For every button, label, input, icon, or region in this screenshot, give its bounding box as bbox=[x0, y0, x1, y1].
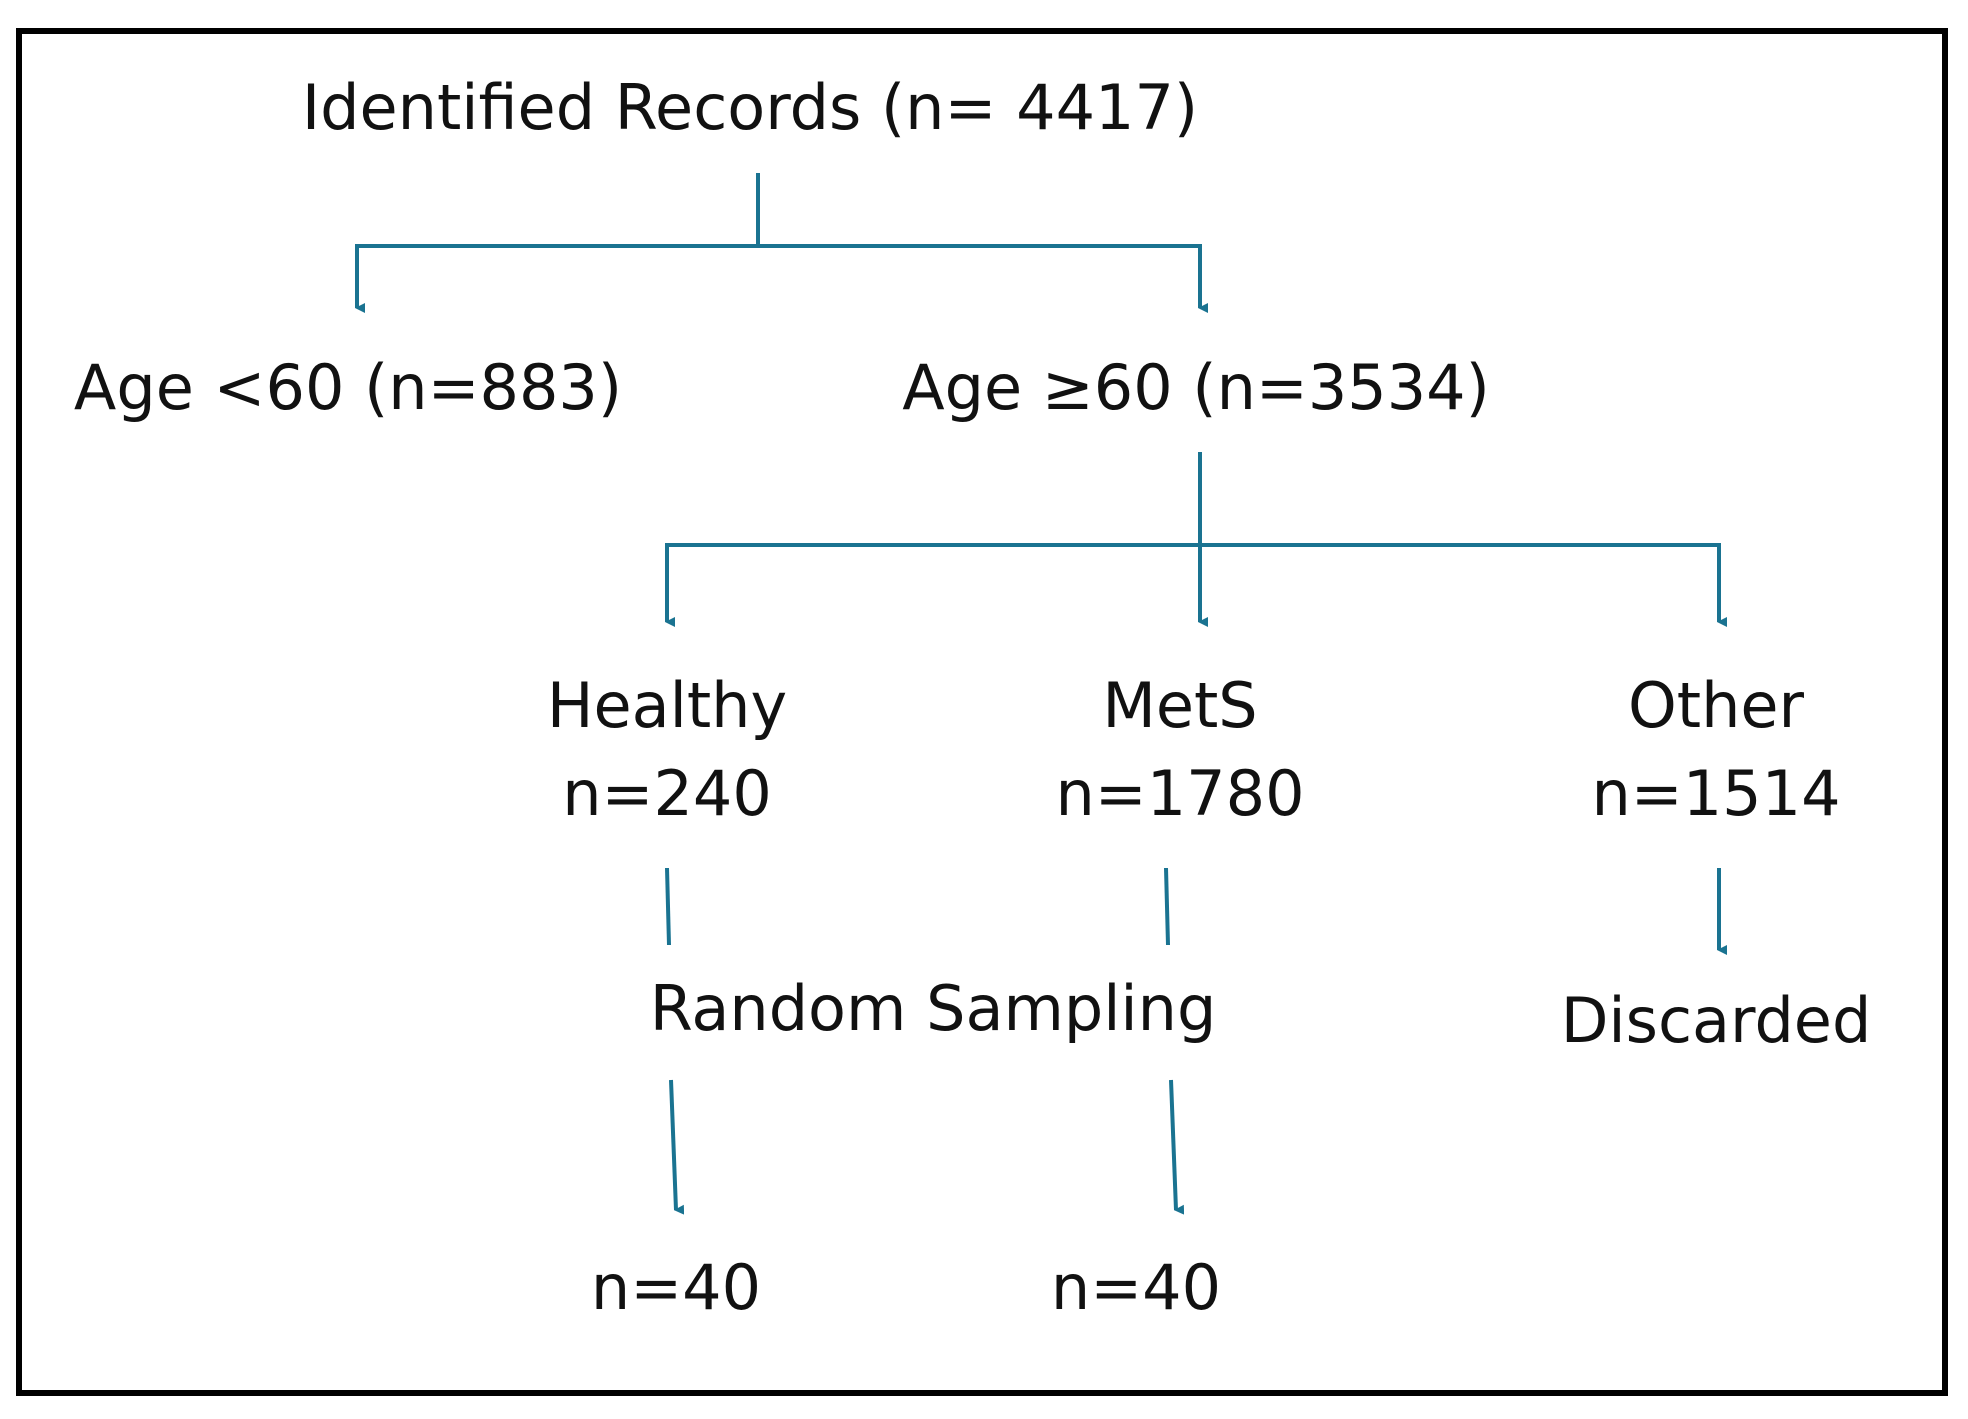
age-60-plus-label: Age ≥60 (n=3534) bbox=[902, 351, 1490, 424]
diagram-frame bbox=[16, 28, 1948, 1396]
healthy-count: n=240 bbox=[562, 757, 772, 830]
connector-line bbox=[665, 867, 671, 946]
other-count: n=1514 bbox=[1591, 757, 1841, 830]
arrow-to-mets-sample bbox=[1169, 1079, 1185, 1215]
connector-line bbox=[1164, 867, 1170, 946]
healthy-sample-label: n=40 bbox=[590, 1251, 762, 1324]
arrow-to-healthy-sample bbox=[669, 1079, 685, 1215]
age-under-60-label: Age <60 (n=883) bbox=[73, 351, 623, 424]
other-node: Other n=1514 bbox=[1591, 675, 1840, 825]
random-sampling-label: Random Sampling bbox=[649, 972, 1217, 1045]
mets-sample-label: n=40 bbox=[1050, 1251, 1222, 1324]
other-label: Other bbox=[1627, 669, 1805, 742]
healthy-label: Healthy bbox=[546, 669, 788, 742]
mets-node: MetS n=1780 bbox=[1055, 675, 1304, 825]
mets-label: MetS bbox=[1102, 669, 1258, 742]
discarded-label: Discarded bbox=[1560, 984, 1872, 1057]
identified-records-label: Identified Records (n= 4417) bbox=[301, 71, 1199, 144]
healthy-node: Healthy n=240 bbox=[547, 675, 787, 825]
mets-count: n=1780 bbox=[1055, 757, 1305, 830]
